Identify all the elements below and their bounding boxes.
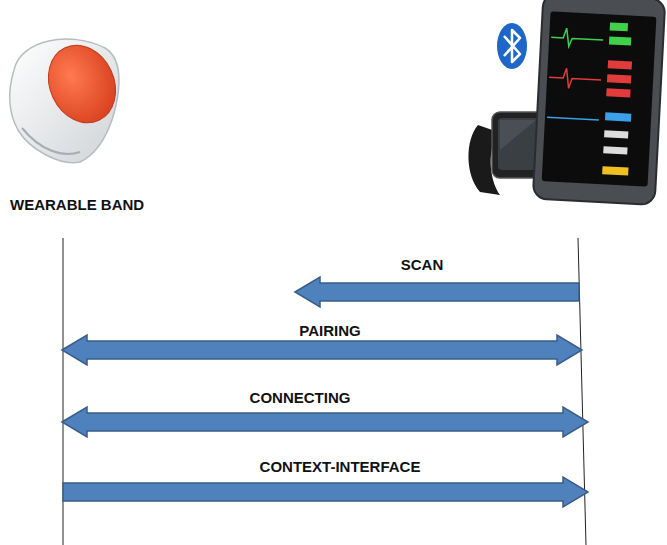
label-holder: CONNECTING (250, 389, 351, 407)
label-holder: SCAN (401, 256, 444, 274)
reading-bar (603, 146, 627, 154)
band-edge (22, 128, 80, 154)
reading-bar (604, 130, 628, 138)
reading-bar (602, 166, 628, 175)
spo2-trace (547, 117, 599, 120)
scan-arrow (295, 277, 579, 307)
reading-bar (607, 74, 631, 83)
bluetooth-icon (497, 23, 527, 69)
reading-bar (605, 112, 631, 121)
reading-bar (610, 22, 628, 31)
context-interface-arrow (63, 477, 588, 507)
bluetooth-badge (497, 23, 527, 69)
phone-illustration (533, 0, 666, 205)
ecg-trace (551, 27, 604, 48)
watch-screen (498, 118, 538, 170)
band-red-pod (36, 34, 128, 134)
pairing-arrow (62, 335, 582, 365)
message-label: CONNECTING (250, 389, 351, 407)
label-holder: PAIRING (299, 322, 360, 340)
watch-reflection (500, 120, 536, 150)
participant-label: WEARABLE BAND (10, 196, 144, 214)
wearable-band-illustration (10, 34, 128, 162)
reading-bar (606, 88, 630, 97)
label-holder: WEARABLE BAND (10, 196, 144, 214)
message-label: PAIRING (299, 322, 360, 340)
phone-body (533, 0, 666, 205)
bluetooth-rune (504, 30, 520, 62)
label-holder: CONTEXT-INTERFACE (260, 458, 421, 476)
phone-screen (542, 11, 657, 186)
pressure-trace (549, 67, 602, 90)
message-label: CONTEXT-INTERFACE (260, 458, 421, 476)
message-label: SCAN (401, 256, 444, 274)
reading-bar (609, 36, 631, 45)
reading-bar (608, 60, 632, 69)
connecting-arrow (62, 407, 588, 437)
